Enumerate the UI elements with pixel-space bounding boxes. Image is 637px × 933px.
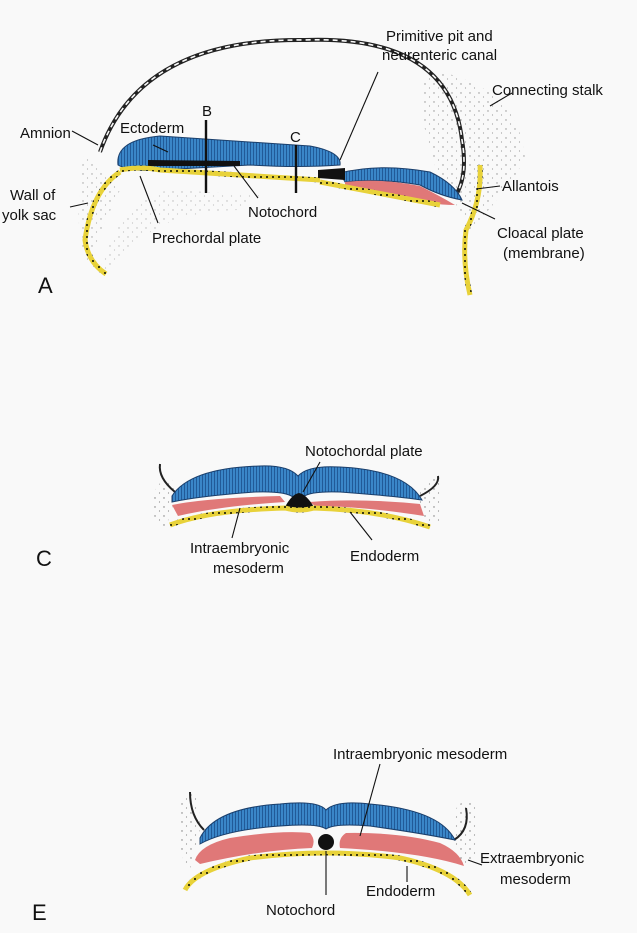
stipple-right-c [420,475,442,523]
label-wall-2: yolk sac [2,207,57,224]
amnion-e-left [189,791,205,831]
label-cloacal-1: Cloacal plate [497,225,584,242]
label-extra-2: mesoderm [500,871,571,888]
label-primitive-pit-1: Primitive pit and [386,28,493,45]
label-notochord-e: Notochord [266,902,335,919]
allantois-duct [462,164,483,296]
label-notochord-a: Notochord [248,204,317,221]
label-intra-mesoderm-e: Intraembryonic mesoderm [333,746,507,763]
endoderm-e [182,850,473,897]
yolk-sac-wall [82,169,122,277]
label-endoderm-c: Endoderm [350,548,419,565]
label-amnion: Amnion [20,125,71,142]
ectoderm-caudal [339,167,463,201]
ectoderm-e [199,802,456,845]
mesoderm-e-left [195,832,314,864]
stipple-left-c [152,477,175,530]
label-cloacal-2: (membrane) [503,245,585,262]
mesoderm-caudal [345,180,455,205]
mesoderm-c-right [310,500,424,516]
stipple-left-e [178,794,200,870]
neurenteric-canal [318,168,345,180]
amnion-c-right [419,475,440,497]
mesoderm-c-left [172,496,285,516]
ectoderm-c [171,465,423,503]
panel-letter-e: E [32,900,47,925]
panel-letter-c: C [36,546,52,571]
panel-e: Intraembryonic mesoderm Extraembryonic m… [32,746,585,925]
panel-letter-a: A [38,273,53,298]
notochordal-plate [285,493,314,510]
label-allantois: Allantois [502,178,559,195]
label-ectoderm: Ectoderm [120,120,184,137]
amnion-e-right [453,807,468,841]
stipple-right-e [455,800,476,863]
panel-c: Notochordal plate Intraembryonic mesoder… [36,443,442,577]
label-endoderm-e: Endoderm [366,883,435,900]
label-section-b: B [202,103,212,120]
label-connecting-stalk: Connecting stalk [492,82,603,99]
label-section-c: C [290,129,301,146]
amnion-c-left [158,463,176,493]
label-prechordal: Prechordal plate [152,230,261,247]
label-notochordal-plate: Notochordal plate [305,443,423,460]
mesoderm-e-right [339,832,464,866]
endoderm-c [169,505,431,530]
label-wall-1: Wall of [10,187,56,204]
endoderm-layer [119,165,441,208]
label-extra-1: Extraembryonic [480,850,585,867]
label-mesoderm-c-2: mesoderm [213,560,284,577]
label-primitive-pit-2: neurenteric canal [382,47,497,64]
yolk-sac-stipple [100,190,260,272]
label-mesoderm-c-1: Intraembryonic [190,540,290,557]
notochord-e [318,834,334,850]
panel-a: Amnion Ectoderm B C Primitive pit and ne… [2,28,603,298]
notochord-a [148,160,240,166]
